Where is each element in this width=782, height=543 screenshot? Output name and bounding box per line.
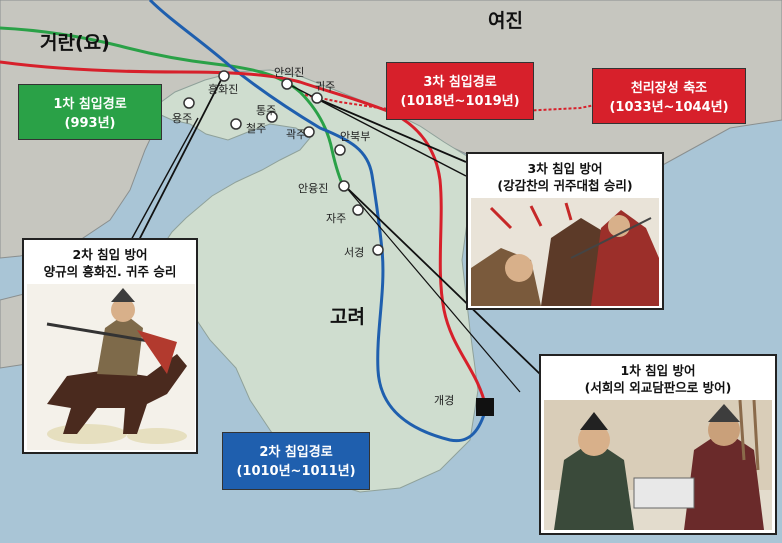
marker-anuijin	[281, 78, 293, 90]
panel-defense-2: 2차 침입 방어 양규의 흥화진. 귀주 승리	[22, 238, 198, 454]
route-2-title: 2차 침입경로	[259, 445, 333, 460]
route-2-years: (1010년~1011년)	[236, 464, 356, 479]
panel-defense-3-desc: (강감찬의 귀주대첩 승리)	[497, 178, 633, 193]
route-1-line	[0, 26, 347, 191]
panel-defense-3-illustration	[471, 198, 659, 306]
label-tongju: 통주	[256, 104, 277, 117]
marker-tongju	[266, 111, 278, 123]
wall-years: (1033년~1044년)	[609, 100, 729, 115]
label-gwiju: 귀주	[315, 80, 336, 93]
leader-defense1b	[344, 185, 521, 393]
route-2-box: 2차 침입경로 (1010년~1011년)	[222, 432, 370, 490]
panel-defense-3-caption: 3차 침입 방어 (강감찬의 귀주대첩 승리)	[468, 160, 662, 194]
label-yongju: 용주	[172, 112, 193, 125]
label-jaju: 자주	[326, 212, 347, 225]
wall-box: 천리장성 축조 (1033년~1044년)	[592, 68, 746, 124]
route-1-years: (993년)	[64, 116, 116, 131]
route-3-line	[0, 60, 488, 409]
marker-anbukbu	[334, 144, 346, 156]
leader-defense2	[137, 77, 223, 243]
label-georan: 거란(요)	[40, 32, 110, 54]
panel-defense-3-title: 3차 침입 방어	[527, 161, 603, 176]
route-3-title: 3차 침입경로	[423, 75, 497, 90]
marker-gwakju	[303, 126, 315, 138]
marker-cheolju	[230, 118, 242, 130]
panel-defense-2-caption: 2차 침입 방어 양규의 흥화진. 귀주 승리	[24, 246, 196, 280]
label-seogyeong: 서경	[344, 246, 365, 259]
marker-seogyeong	[372, 244, 384, 256]
wall-title: 천리장성 축조	[630, 81, 708, 96]
marker-jaju	[352, 204, 364, 216]
label-yeojin: 여진	[488, 10, 523, 32]
route-3-years: (1018년~1019년)	[400, 94, 520, 109]
panel-defense-2-desc: 양규의 흥화진. 귀주 승리	[43, 264, 177, 279]
panel-defense-2-illustration	[27, 284, 195, 450]
leader-defense2b	[129, 117, 199, 243]
label-anuijin: 안의진	[274, 66, 305, 79]
route-2-line	[148, 0, 488, 443]
panel-defense-3: 3차 침입 방어 (강감찬의 귀주대첩 승리)	[466, 152, 664, 310]
leader-defense3	[315, 97, 467, 163]
label-heunghwajin: 흥화진	[208, 83, 239, 96]
label-gaegyeong: 개경	[434, 394, 455, 407]
city-markers	[183, 70, 384, 256]
marker-gaegyeong	[476, 398, 494, 416]
label-anbukbu: 안북부	[340, 130, 371, 143]
label-anyungjin: 안융진	[298, 182, 329, 195]
panel-defense-1-title: 1차 침입 방어	[620, 363, 696, 378]
marker-anyungjin	[338, 180, 350, 192]
route-3-box: 3차 침입경로 (1018년~1019년)	[386, 62, 534, 120]
panel-defense-1: 1차 침입 방어 (서희의 외교담판으로 방어)	[539, 354, 777, 535]
label-goryeo: 고려	[330, 306, 365, 328]
label-gwakju: 곽주	[286, 128, 307, 141]
marker-yongju	[183, 97, 195, 109]
panel-defense-1-caption: 1차 침입 방어 (서희의 외교담판으로 방어)	[541, 362, 775, 396]
panel-defense-2-title: 2차 침입 방어	[72, 247, 148, 262]
label-cheolju: 철주	[246, 122, 267, 135]
marker-gwiju	[311, 92, 323, 104]
panel-defense-1-desc: (서희의 외교담판으로 방어)	[584, 380, 732, 395]
leader-defense1	[344, 185, 541, 375]
marker-heunghwajin	[218, 70, 230, 82]
panel-defense-1-illustration	[544, 400, 772, 530]
route-1-title: 1차 침입경로	[53, 97, 127, 112]
route-1-box: 1차 침입경로 (993년)	[18, 84, 162, 140]
